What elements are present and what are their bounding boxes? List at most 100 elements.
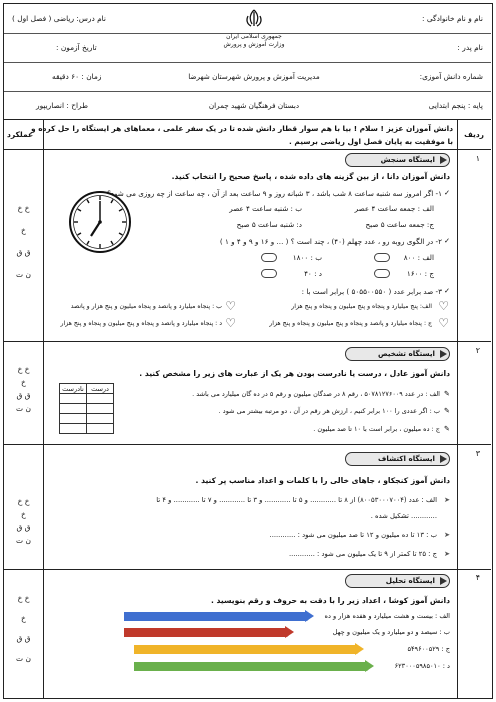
score-mark: خ خ: [17, 497, 30, 506]
answer-cell[interactable]: [86, 393, 114, 404]
write-item-a: الف : بیست و هشت میلیارد و هفده هزار و د…: [324, 612, 451, 620]
score-mark: خ: [21, 226, 26, 235]
score-mark: خ: [21, 510, 26, 519]
section-number: ۴: [475, 573, 480, 582]
cloud-icon: [261, 269, 277, 278]
arrow-head-icon: [305, 610, 314, 622]
option-d: د: شنبه ساعت ۵ صبح: [236, 220, 302, 229]
bar-blue: [124, 612, 309, 621]
clock-icon: [69, 191, 131, 253]
subject-label: نام درس: ریاضی ( فصل اول ): [12, 14, 106, 23]
divider: [4, 33, 491, 34]
header-center: جمهوری اسلامی ایران وزارت آموزش و پرورش …: [159, 4, 349, 119]
score-mark: ن ت: [16, 404, 31, 413]
pencil-icon: ✎: [443, 424, 450, 433]
arrow-bullet-icon: ➤: [443, 530, 450, 539]
fill-blank-b: ب : ۱۳ تا ده میلیون و ۱۲ تا صد میلیون می…: [269, 531, 437, 539]
answer-cell[interactable]: [59, 413, 87, 424]
intro-line-2: با موفقیت به پایان فصل اول ریاضی برسیم .: [289, 137, 453, 146]
section-title: دانش آموزان دانا ، از بین گزینه های داده…: [171, 172, 450, 181]
divider: [4, 91, 491, 92]
score-mark: ن ت: [16, 536, 31, 545]
score-marks: خ خ خ ق ق ن ت: [16, 365, 31, 414]
student-number-label: شماره دانش آموزی:: [419, 72, 483, 81]
score-mark: خ خ: [17, 594, 30, 603]
intro-line-1: دانش آموزان عزیز ! سلام ! بیا با هم سوار…: [31, 124, 453, 133]
answer-cell[interactable]: [59, 403, 87, 414]
performance-column-divider: [43, 120, 44, 698]
write-item-c: ج : ۵۴۹۶۰۰۵۲۹: [407, 645, 450, 653]
option-d: د : پنجاه میلیارد و پانصد و پنجاه و پنج …: [60, 320, 222, 327]
cloud-icon: [374, 253, 390, 262]
arrow-icon: [440, 350, 447, 358]
arrow-icon: [440, 455, 447, 463]
student-name-label: نام و نام خانوادگی :: [422, 14, 483, 23]
station-label: ایستگاه تشخیص: [378, 349, 435, 358]
score-mark: ق ق: [16, 391, 31, 400]
republic-text: جمهوری اسلامی ایران: [226, 33, 282, 40]
option-c: ج : ۱۶۰۰: [406, 269, 434, 278]
cloud-icon: [261, 253, 277, 262]
station-badge: ایستگاه سنجش: [345, 153, 450, 167]
option-d: د : ۴۰: [304, 269, 322, 278]
check-icon: ✓: [443, 188, 450, 197]
write-item-b: ب : سیصد و دو میلیارد و یک میلیون و چهل: [332, 628, 450, 636]
check-icon: ✓: [443, 236, 450, 245]
section-number: ۲: [475, 346, 480, 355]
score-marks: خ خ خ ق ق ن ت: [16, 594, 31, 664]
true-column-header: درست: [86, 383, 114, 394]
iran-emblem-icon: [246, 9, 262, 27]
statement-a: الف : در عدد ۵۰۷۸۱۲۷۶۰۰۹ ، رقم ۸ در صدگا…: [192, 390, 440, 398]
score-mark: ق ق: [16, 634, 31, 643]
score-mark: خ خ: [17, 204, 30, 213]
bar-yellow: [134, 645, 359, 654]
station-badge: ایستگاه اکتشاف: [345, 452, 450, 466]
pencil-icon: ✎: [443, 406, 450, 415]
option-b: ب : شنبه ساعت ۴ عصر: [229, 204, 302, 213]
question-text: ۱- اگر امروز سه شنبه ساعت ۸ شب باشد ، ۳ …: [107, 189, 442, 198]
section-title: دانش آموز عادل ، درست یا نادرست بودن هر …: [139, 369, 450, 378]
arrow-head-icon: [355, 643, 364, 655]
check-icon: ✓: [443, 286, 450, 295]
bar-red: [124, 628, 289, 637]
bar-green: [134, 662, 369, 671]
arrow-icon: [440, 577, 447, 585]
question-text: ۲- در الگوی روبه رو ، عدد چهلم (۴۰) ، چن…: [219, 237, 442, 246]
heart-icon: ♡: [438, 299, 449, 313]
divider: [4, 62, 491, 63]
score-mark: خ: [21, 378, 26, 387]
station-label: ایستگاه تحلیل: [385, 576, 435, 585]
arrow-icon: [440, 156, 447, 164]
section-divider: [4, 444, 491, 445]
option-c: ج: جمعه ساعت ۵ صبح: [365, 220, 434, 229]
section-title: دانش آموز کنجکاو ، جاهای خالی را با کلما…: [195, 476, 450, 485]
performance-column-header: عملکرد: [7, 130, 34, 139]
option-b: ب : ۱۸۰۰: [292, 253, 322, 262]
statement-b: ب : اگر عددی را ۱۰۰ برابر کنیم ، ارزش هر…: [218, 407, 440, 415]
row-column-divider: [457, 120, 458, 698]
score-mark: خ: [21, 614, 26, 623]
statement-c: ج : ده میلیون ، برابر است با ۱۰ تا صد می…: [313, 425, 440, 433]
heart-icon: ♡: [438, 316, 449, 330]
answer-cell[interactable]: [59, 393, 87, 404]
answer-cell[interactable]: [59, 423, 87, 434]
arrow-bullet-icon: ➤: [443, 549, 450, 558]
designer-label: طراح : انصاریپور: [36, 101, 88, 110]
answer-cell[interactable]: [86, 403, 114, 414]
exam-duration-label: زمان : ۶۰ دقیقه: [52, 72, 102, 81]
exam-page: نام و نام خانوادگی : نام پدر : شماره دان…: [3, 3, 493, 699]
score-mark: ق ق: [16, 248, 31, 257]
question-text: ۳- صد برابر عدد ( ۵۰۵۵۰۰۵۵۰ ) برابر است …: [301, 287, 442, 296]
answer-cell[interactable]: [86, 423, 114, 434]
option-a: الف : ۸۰۰: [403, 253, 434, 262]
fill-blank-c: ج : ۲۵ تا کمتر از ۹ تا یک میلیون می شود …: [288, 550, 437, 558]
school-name: دبستان فرهنگیان شهید چمران: [208, 101, 300, 110]
section-title: دانش آموز کوشا ، اعداد زیر را با دقت به …: [211, 596, 450, 605]
fill-blank-a: الف : عدد (۸۰۰۵۳۰۰۰۷۰۰۴) از ۸ تا .......…: [156, 496, 437, 504]
score-marks: خ خ خ ق ق ن ت: [16, 497, 31, 546]
answer-cell[interactable]: [86, 413, 114, 424]
father-name-label: نام پدر :: [457, 43, 483, 52]
arrow-bullet-icon: ➤: [443, 495, 450, 504]
score-mark: ن ت: [16, 654, 31, 663]
